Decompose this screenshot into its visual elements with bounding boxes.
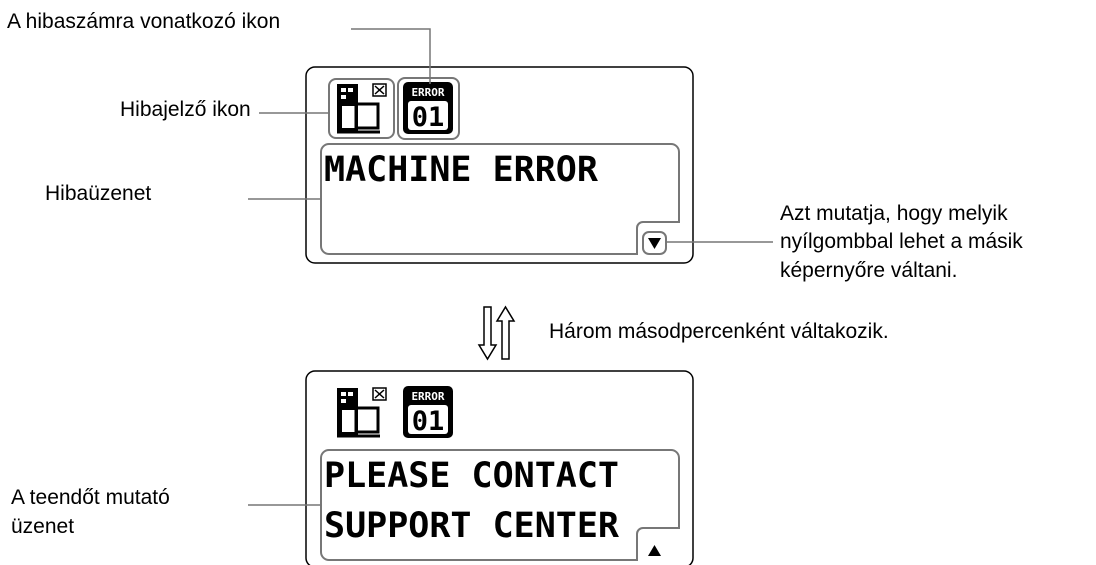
badge-number-2: 01 — [412, 406, 445, 437]
callout-line-error-number — [351, 28, 431, 84]
alternation-arrows-icon — [477, 305, 516, 361]
alternation-label: Három másodpercenként váltakozik. — [549, 320, 889, 343]
error-icon-label: Hibajelző ikon — [120, 98, 251, 121]
badge-number: 01 — [412, 102, 445, 133]
error-number-badge: ERROR 01 — [403, 82, 453, 134]
down-triangle-icon — [648, 238, 661, 249]
printer-error-icon — [337, 83, 387, 134]
up-triangle-icon — [648, 545, 661, 556]
lcd-screen-2 — [305, 370, 694, 565]
arrow-hint-label-2: nyílgombbal lehet a másik — [780, 230, 1023, 253]
printer-error-icon-2 — [337, 387, 387, 438]
screen1-message-line1: MACHINE ERROR — [324, 150, 599, 190]
error-badge-highlight — [397, 77, 460, 140]
screen2-message-line1: PLEASE CONTACT — [324, 456, 619, 496]
arrow-hint-label-3: képernyőre váltani. — [780, 259, 958, 282]
error-icon-highlight — [328, 78, 395, 139]
screen2-message-line2: SUPPORT CENTER — [324, 506, 620, 546]
lcd-screen-1 — [305, 66, 694, 264]
scroll-indicator-highlight — [642, 231, 667, 255]
message-highlight — [320, 143, 680, 255]
error-number-icon-label: A hibaszámra vonatkozó ikon — [7, 10, 281, 33]
action-message-label-1: A teendőt mutató — [11, 486, 170, 509]
error-message-label: Hibaüzenet — [45, 182, 152, 205]
arrow-hint-label-1: Azt mutatja, hogy melyik — [780, 202, 1008, 225]
badge-top-text: ERROR — [411, 86, 444, 99]
badge-top-text-2: ERROR — [411, 390, 444, 403]
action-message-highlight — [320, 449, 680, 561]
action-message-label-2: üzenet — [11, 515, 75, 538]
error-number-badge-2: ERROR 01 — [403, 386, 453, 438]
